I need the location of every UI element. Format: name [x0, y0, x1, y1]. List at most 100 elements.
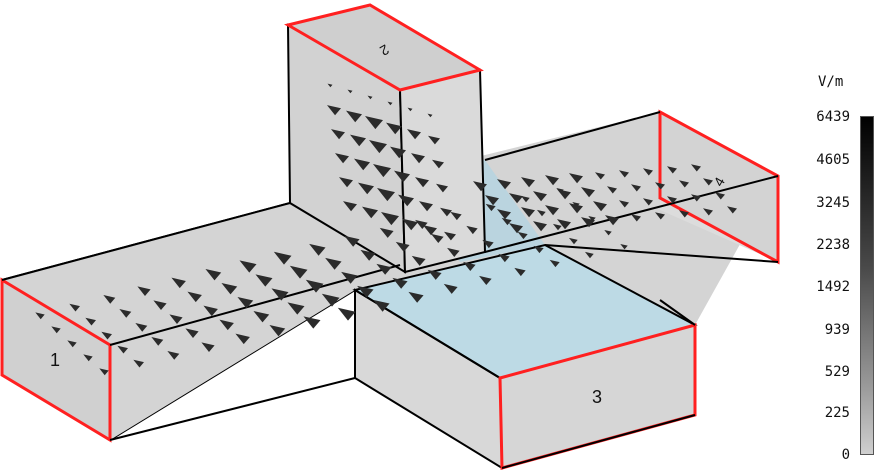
colorbar-tick: 529	[824, 364, 850, 380]
field-arrow	[679, 180, 689, 188]
field-arrow	[269, 324, 286, 337]
field-arrow	[643, 168, 653, 176]
field-arrow	[203, 305, 218, 317]
field-arrow	[373, 164, 391, 178]
field-arrow	[703, 178, 713, 186]
field-arrow	[253, 310, 270, 323]
field-arrow	[325, 257, 342, 270]
field-arrow	[255, 274, 273, 287]
field-arrows	[35, 83, 737, 376]
field-arrow	[667, 166, 677, 174]
field-arrow	[408, 291, 424, 303]
field-arrow	[572, 201, 580, 208]
port-3-label: 3	[592, 387, 602, 407]
field-arrow	[604, 229, 612, 236]
port-1-label: 1	[50, 350, 60, 370]
colorbar-tick: 6439	[816, 109, 850, 125]
field-arrow	[365, 116, 383, 130]
field-arrow	[415, 219, 428, 229]
field-arrow	[557, 189, 571, 200]
field-arrow	[569, 203, 583, 214]
field-arrow	[423, 225, 437, 236]
field-arrow	[327, 105, 341, 116]
field-arrow	[103, 295, 116, 304]
field-arrow	[584, 251, 594, 259]
field-arrow	[593, 201, 607, 212]
field-arrow	[398, 194, 414, 207]
field-arrow	[521, 207, 535, 218]
colorbar-tick: 1492	[816, 279, 850, 295]
field-arrow	[520, 195, 530, 203]
field-arrow	[497, 209, 511, 220]
field-arrow	[137, 286, 151, 296]
field-arrow	[117, 345, 128, 354]
field-arrow	[419, 201, 433, 212]
field-arrow	[373, 299, 390, 312]
field-arrow	[427, 269, 442, 280]
field-arrow	[83, 354, 93, 362]
field-arrow	[557, 219, 571, 230]
field-arrow	[581, 217, 595, 228]
field-arrow	[358, 182, 374, 195]
field-arrow	[133, 359, 144, 368]
field-arrow	[339, 177, 353, 188]
field-arrow	[607, 186, 617, 194]
field-arrow	[533, 191, 547, 202]
field-arrow	[509, 223, 523, 234]
field-arrow	[171, 277, 186, 289]
field-arrow	[427, 113, 433, 118]
field-arrow	[485, 203, 496, 212]
field-arrow	[545, 205, 559, 216]
field-arrow	[360, 249, 376, 261]
field-arrow	[549, 259, 560, 268]
colorbar-tick: 225	[824, 405, 850, 421]
field-arrow	[187, 291, 202, 303]
field-arrow	[305, 279, 324, 293]
field-arrow	[219, 319, 234, 331]
field-arrow	[533, 221, 547, 232]
field-arrow	[346, 110, 362, 123]
field-arrow	[151, 337, 164, 346]
field-arrow	[350, 134, 366, 147]
field-arrow	[485, 195, 499, 206]
field-arrow	[655, 182, 665, 190]
field-arrow	[450, 211, 462, 221]
field-arrow	[390, 146, 406, 159]
field-arrow	[482, 239, 494, 249]
field-arrow	[287, 302, 305, 315]
field-arrow	[501, 217, 512, 226]
field-arrow	[289, 265, 308, 279]
field-arrow	[497, 179, 511, 190]
field-arrow	[221, 282, 238, 295]
field-arrow	[631, 214, 641, 222]
field-arrow	[679, 210, 689, 218]
field-arrow	[569, 173, 583, 184]
field-arrow	[655, 212, 665, 220]
field-arrow	[35, 312, 45, 320]
field-arrow	[271, 288, 289, 301]
field-arrow	[667, 196, 677, 204]
field-arrow	[715, 192, 725, 200]
field-arrow	[415, 177, 429, 188]
field-arrow	[167, 351, 180, 360]
field-arrow	[473, 181, 487, 192]
colorbar-tick: 4605	[816, 152, 850, 168]
field-arrow	[595, 172, 605, 180]
field-arrow	[514, 267, 526, 277]
field-arrow	[395, 241, 410, 252]
field-arrow	[394, 170, 410, 183]
field-arrow	[620, 243, 628, 250]
field-arrow	[463, 261, 476, 271]
field-arrow	[619, 170, 629, 178]
field-arrow	[605, 215, 619, 226]
field-arrow	[517, 231, 528, 240]
field-arrow	[386, 122, 402, 135]
colorbar-unit-label: V/m	[818, 74, 844, 90]
field-arrow	[169, 314, 183, 324]
field-arrow	[309, 243, 326, 256]
field-arrow	[99, 368, 109, 376]
field-arrow	[444, 231, 456, 241]
field-arrow	[703, 208, 713, 216]
field-arrow	[357, 285, 374, 298]
colorbar-tick: 939	[824, 322, 850, 338]
